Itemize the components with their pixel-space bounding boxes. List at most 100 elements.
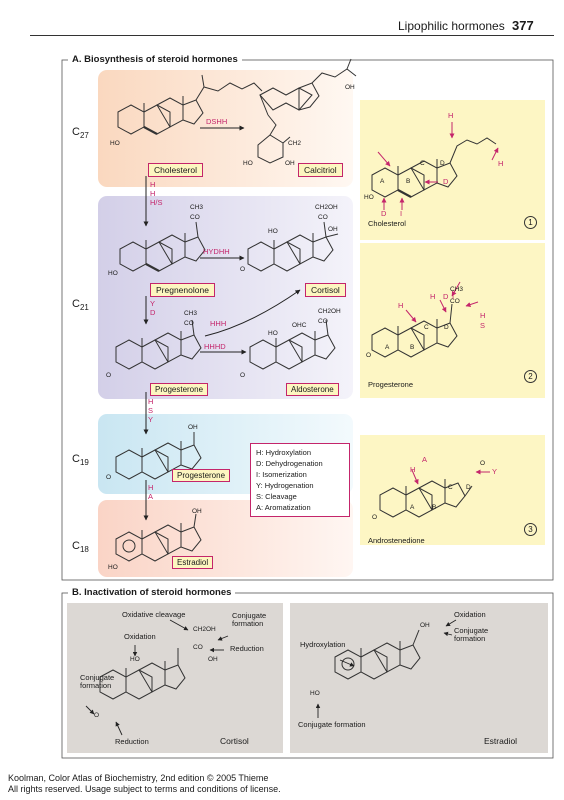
- calcitriol-oh-top: OH: [345, 84, 355, 91]
- panel-1-ho: HO: [364, 194, 374, 201]
- reaction-h2: H: [150, 189, 156, 198]
- legend-item: I: Isomerization: [256, 470, 307, 479]
- panel-3-bg: [360, 435, 545, 545]
- panel-2-mark-h-mid: H: [430, 292, 436, 301]
- cortisol-inactivation-name: Cortisol: [220, 736, 249, 746]
- cortisol-o: O: [240, 266, 246, 273]
- pregnenolone-structure: [119, 221, 206, 272]
- cortisol-b-oh: OH: [208, 656, 218, 663]
- pregnenolone-ho: HO: [108, 270, 118, 277]
- panel-1-ring-b: B: [406, 178, 411, 185]
- panel-2-mark-i: I: [452, 292, 455, 301]
- label-aldosterone: Aldosterone: [286, 383, 339, 396]
- reaction-s: S: [148, 406, 154, 415]
- panel-3-ring-b: B: [432, 504, 437, 511]
- cortisol-ho: HO: [268, 228, 278, 235]
- panel-1-mark-i: I: [400, 209, 403, 218]
- panel-3-ring-d: D: [466, 484, 471, 491]
- cortisol-b-ch2oh: CH2OH: [193, 626, 216, 633]
- cortisol-inactivation-structure: [99, 648, 186, 700]
- pregnenolone-co: CO: [190, 214, 200, 221]
- panel-1-structure: [371, 137, 497, 198]
- pregnenolone-ch3: CH3: [190, 204, 204, 211]
- panel-estradiol-bg: [290, 603, 548, 753]
- pathway-arrows: [143, 125, 301, 521]
- estradiol-ho: HO: [108, 564, 118, 571]
- estradiol-inactivation-arrows: [315, 619, 457, 718]
- reaction-y2: Y: [148, 415, 154, 424]
- progesterone-structure-a: [115, 319, 202, 370]
- reaction-hhhd: HHHD: [204, 342, 226, 351]
- panel-2-ch3: CH3: [450, 286, 464, 293]
- reaction-h1: H: [150, 180, 156, 189]
- panel-cortisol-bg: [67, 603, 283, 753]
- panel-1-number: 1: [524, 216, 537, 229]
- page-header-title: Lipophilic hormones: [398, 19, 505, 33]
- progesterone-co: CO: [184, 320, 194, 327]
- label-progesterone-b: Progesterone: [172, 469, 231, 482]
- estradiol-b-ho: HO: [310, 690, 320, 697]
- panel-3-name: Androstenedione: [368, 536, 425, 545]
- panel-3-o-top: O: [480, 460, 486, 467]
- panel-2-ring-b: B: [410, 344, 415, 351]
- header-rule: [30, 35, 554, 36]
- carbon-class-c18: C18: [72, 540, 89, 555]
- progesterone-b-oh: OH: [188, 424, 198, 431]
- aldosterone-ho: HO: [268, 330, 278, 337]
- panel-1-ring-c: C: [420, 160, 425, 167]
- page-number: 377: [512, 18, 534, 33]
- section-b-title: B. Inactivation of steroid hormones: [68, 587, 236, 598]
- carbon-class-c21: C21: [72, 298, 89, 313]
- carbon-class-c19: C19: [72, 453, 89, 468]
- cortisol-oxidation: Oxidation: [124, 632, 156, 641]
- aldosterone-structure: [249, 319, 336, 370]
- cortisol-reduction-bottom: Reduction: [115, 737, 149, 746]
- band-c21: [98, 196, 353, 399]
- cortisol-reduction-right: Reduction: [230, 644, 264, 653]
- panel-2-ring-c: C: [424, 324, 429, 331]
- estradiol-oh: OH: [192, 508, 202, 515]
- panel-3-structure: [379, 478, 473, 518]
- panel-2-arrows: [405, 281, 479, 323]
- panel-2-ring-a: A: [385, 344, 390, 351]
- reaction-d: D: [150, 308, 156, 317]
- progesterone-ch3: CH3: [184, 310, 198, 317]
- footer-line-1: Koolman, Color Atlas of Biochemistry, 2n…: [8, 773, 269, 783]
- cortisol-structure-a: [247, 221, 339, 272]
- panel-2-ring-d: D: [444, 324, 449, 331]
- reaction-a: A: [148, 492, 154, 501]
- cortisol-conjugate-formation-left: Conjugate formation: [80, 673, 115, 690]
- reaction-h3: H: [148, 397, 154, 406]
- reaction-hs: H/S: [150, 198, 163, 207]
- estradiol-b-oh: OH: [420, 622, 430, 629]
- estradiol-oxidation: Oxidation: [454, 610, 486, 619]
- label-pregnenolone: Pregnenolone: [150, 283, 215, 297]
- panel-1-mark-h-top: H: [448, 111, 454, 120]
- legend-item: Y: Hydrogenation: [256, 481, 314, 490]
- panel-1-ring-a: A: [380, 178, 385, 185]
- panel-1-mark-d-right: D: [443, 177, 449, 186]
- panel-3-mark-a: A: [422, 455, 428, 464]
- calcitriol-ch2: CH2: [288, 140, 302, 147]
- panel-1-name: Cholesterol: [368, 219, 406, 228]
- panel-2-mark-h-right: H: [480, 311, 486, 320]
- panel-1-mark-h-right: H: [498, 159, 504, 168]
- footer-line-2: All rights reserved. Usage subject to te…: [8, 784, 281, 794]
- aldosterone-o: O: [240, 372, 246, 379]
- panel-2-structure: [371, 303, 458, 358]
- label-calcitriol: Calcitriol: [298, 163, 343, 177]
- legend-item: S: Cleavage: [256, 492, 297, 501]
- estradiol-hydroxylation: Hydroxylation: [300, 640, 346, 649]
- aldosterone-co: CO: [318, 318, 328, 325]
- legend-item: D: Dehydrogenation: [256, 459, 323, 468]
- progesterone-b-o: O: [106, 474, 112, 481]
- label-cholesterol: Cholesterol: [148, 163, 203, 177]
- panel-3-arrows: [411, 469, 490, 485]
- panel-3-number: 3: [524, 523, 537, 536]
- panel-3-ring-a: A: [410, 504, 415, 511]
- cortisol-inactivation-arrows: [85, 619, 229, 736]
- cortisol-oh: OH: [328, 226, 338, 233]
- legend-item: H: Hydroxylation: [256, 448, 312, 457]
- reaction-dshh: DSHH: [206, 117, 228, 126]
